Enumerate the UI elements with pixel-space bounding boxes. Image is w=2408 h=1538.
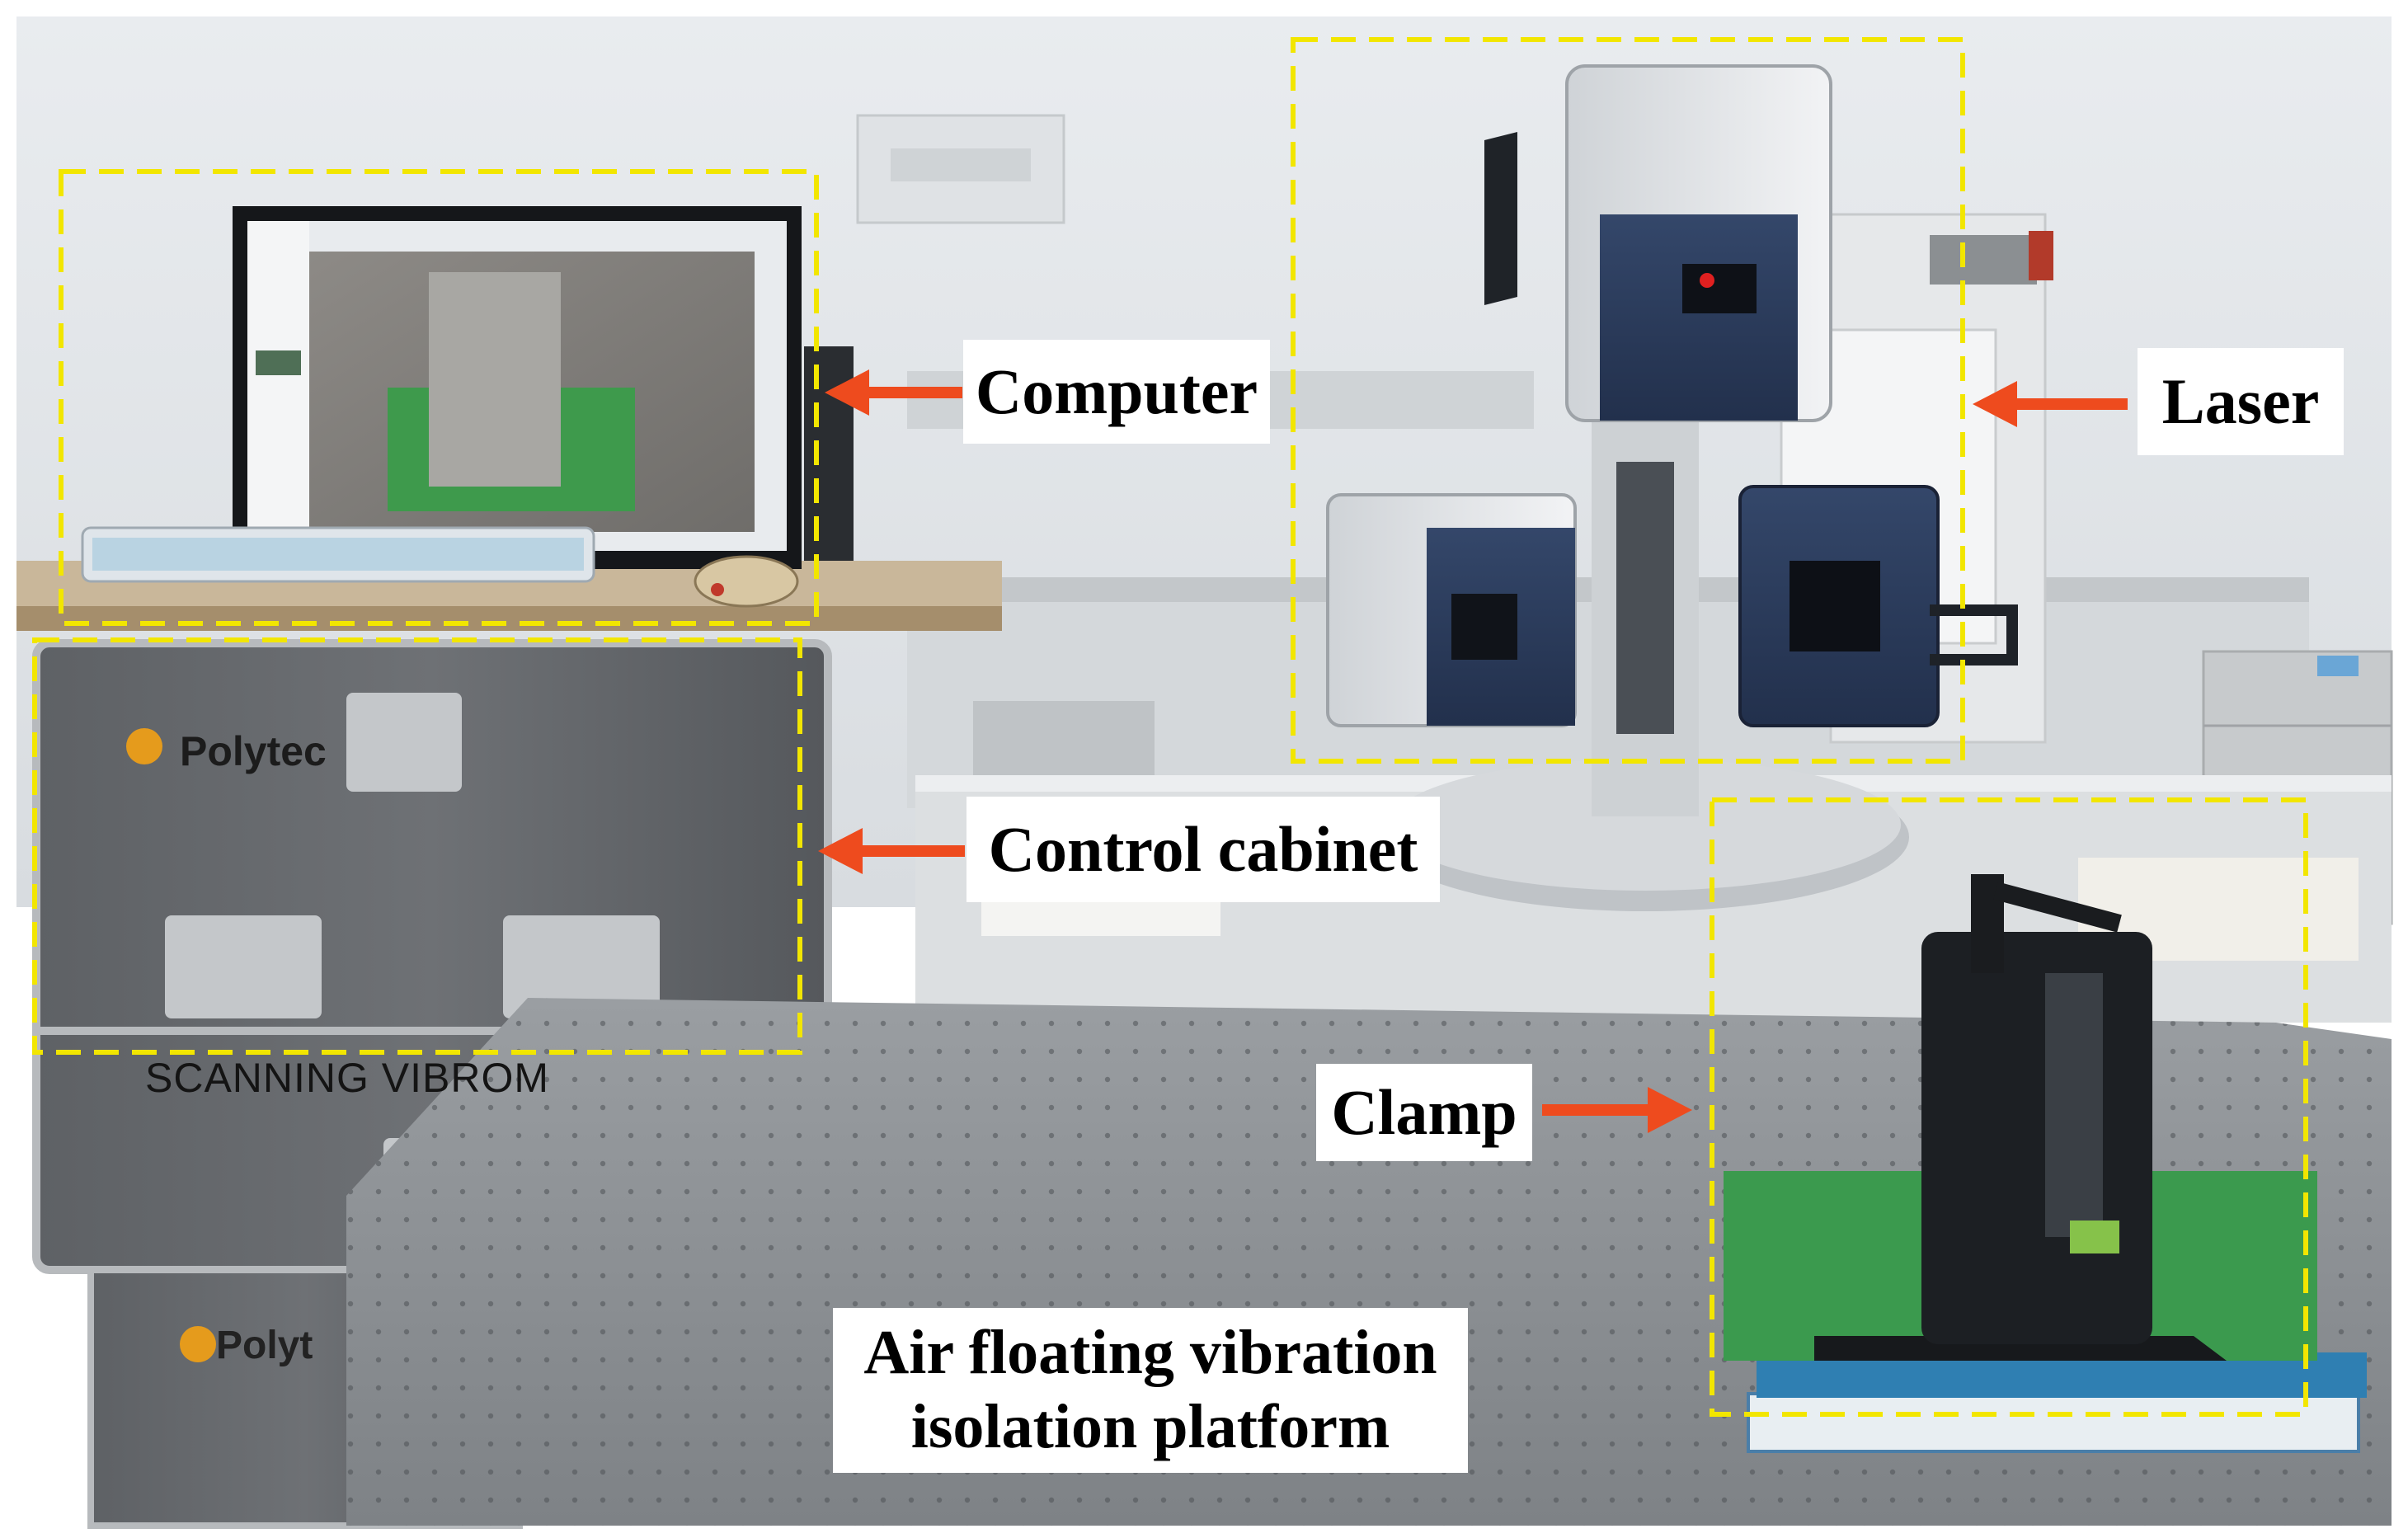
- arrow-control-cabinet: [818, 828, 965, 874]
- book-stack: [1747, 1392, 2360, 1453]
- label-laser: Laser: [2138, 348, 2344, 455]
- label-platform-line1: Air floating vibration: [863, 1318, 1437, 1388]
- arrow-laser: [1973, 381, 2128, 427]
- box-laser: [1291, 37, 1965, 764]
- arrow-computer: [825, 369, 962, 416]
- arrow-clamp: [1542, 1087, 1692, 1133]
- label-computer: Computer: [963, 340, 1270, 444]
- box-control-cabinet: [32, 637, 802, 1055]
- label-platform-line2: isolation platform: [910, 1392, 1390, 1461]
- label-control-cabinet: Control cabinet: [966, 797, 1440, 902]
- mouse: [694, 555, 799, 608]
- label-clamp: Clamp: [1316, 1064, 1532, 1161]
- brand-logo-text-lower: Polyt: [216, 1324, 313, 1367]
- cabinet-print-text: SCANNING VIBROM: [145, 1055, 550, 1101]
- label-platform: Air floating vibration isolation platfor…: [833, 1308, 1468, 1473]
- brand-logo-text: Polytec: [180, 728, 327, 774]
- box-clamp: [1710, 797, 2308, 1417]
